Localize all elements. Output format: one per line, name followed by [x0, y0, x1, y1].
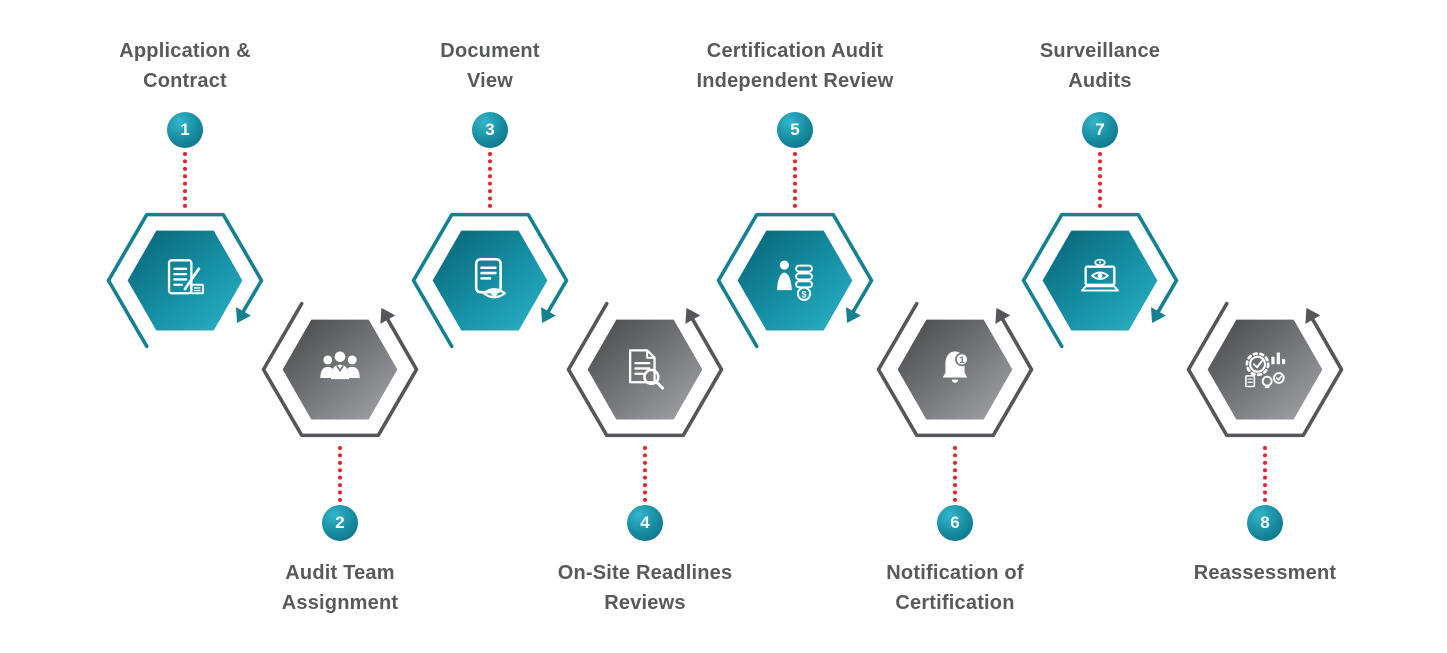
hexagon-ring	[876, 301, 1034, 438]
hexagon-ring	[106, 212, 264, 349]
flow-arrowhead	[1305, 307, 1321, 324]
hexagon-assembly	[411, 212, 569, 349]
hexagon-ring	[1021, 212, 1179, 349]
hexagon-ring	[716, 212, 874, 349]
hexagon-ring	[1186, 301, 1344, 438]
dotted-connector	[1263, 446, 1267, 502]
flow-arrowhead	[995, 307, 1011, 324]
bell-badge-number: 1	[959, 355, 965, 366]
step-label: Document View	[440, 40, 540, 92]
step-label: Notification of Certification	[886, 562, 1024, 614]
hexagon-assembly	[261, 301, 419, 438]
hexagon-assembly	[566, 301, 724, 438]
bell-notification-icon: 1	[942, 351, 969, 383]
dotted-connector	[488, 152, 492, 208]
hexagon-ring	[261, 301, 419, 438]
dollar-symbol: $	[802, 289, 807, 299]
document-eye-icon	[474, 257, 506, 299]
step-7: Surveillance Audits 7	[960, 0, 1240, 653]
step-number-badge: 1	[167, 112, 203, 148]
laptop-eye-icon	[1080, 258, 1120, 292]
hexagon-assembly: $	[716, 212, 874, 349]
hexagon-assembly	[1021, 212, 1179, 349]
step-8: 8 Reassessment	[1125, 0, 1405, 653]
step-1: Application & Contract 1	[45, 0, 325, 653]
step-number-badge: 6	[937, 505, 973, 541]
clipboard-pencil-icon	[167, 259, 205, 295]
hexagon-ring	[566, 301, 724, 438]
step-label: Certification Audit Independent Review	[696, 40, 894, 92]
flow-arrowhead	[846, 307, 861, 323]
hexagon-assembly: 1	[876, 301, 1034, 438]
dotted-connector	[1098, 152, 1102, 208]
gear-analysis-icon	[1245, 352, 1286, 389]
team-icon	[320, 351, 360, 380]
dotted-connector	[183, 152, 187, 208]
dotted-connector	[793, 152, 797, 208]
step-hexagon	[432, 230, 548, 331]
flow-arrowhead	[236, 307, 251, 323]
flow-arrowhead	[380, 307, 396, 324]
step-number-badge: 8	[1247, 505, 1283, 541]
step-label: Reassessment	[1193, 562, 1337, 584]
person-coins-icon: $	[776, 260, 813, 301]
step-hexagon	[737, 230, 853, 331]
flow-arrowhead	[685, 307, 701, 324]
step-label: On-Site Readlines Reviews	[557, 562, 733, 614]
step-6: 1 6 Notification of Certification	[815, 0, 1095, 653]
step-label: Application & Contract	[119, 40, 251, 92]
step-hexagon	[1207, 319, 1323, 420]
step-3: Document View 3	[350, 0, 630, 653]
dotted-connector	[338, 446, 342, 502]
document-magnifier-icon	[628, 349, 665, 390]
flow-arrowhead	[541, 307, 556, 323]
step-5: Certification Audit Independent Review 5…	[655, 0, 935, 653]
hexagon-assembly	[1186, 301, 1344, 438]
step-hexagon	[1042, 230, 1158, 331]
step-number-badge: 2	[322, 505, 358, 541]
step-number-badge: 3	[472, 112, 508, 148]
flow-arrowhead	[1151, 307, 1166, 323]
step-number-badge: 7	[1082, 112, 1118, 148]
step-number-badge: 4	[627, 505, 663, 541]
dotted-connector	[953, 446, 957, 502]
step-4: 4 On-Site Readlines Reviews	[505, 0, 785, 653]
step-number-badge: 5	[777, 112, 813, 148]
hexagon-assembly	[106, 212, 264, 349]
step-label: Surveillance Audits	[1039, 40, 1161, 92]
step-2: 2 Audit Team Assignment	[200, 0, 480, 653]
hexagon-ring	[411, 212, 569, 349]
dotted-connector	[643, 446, 647, 502]
step-label: Audit Team Assignment	[281, 562, 399, 614]
